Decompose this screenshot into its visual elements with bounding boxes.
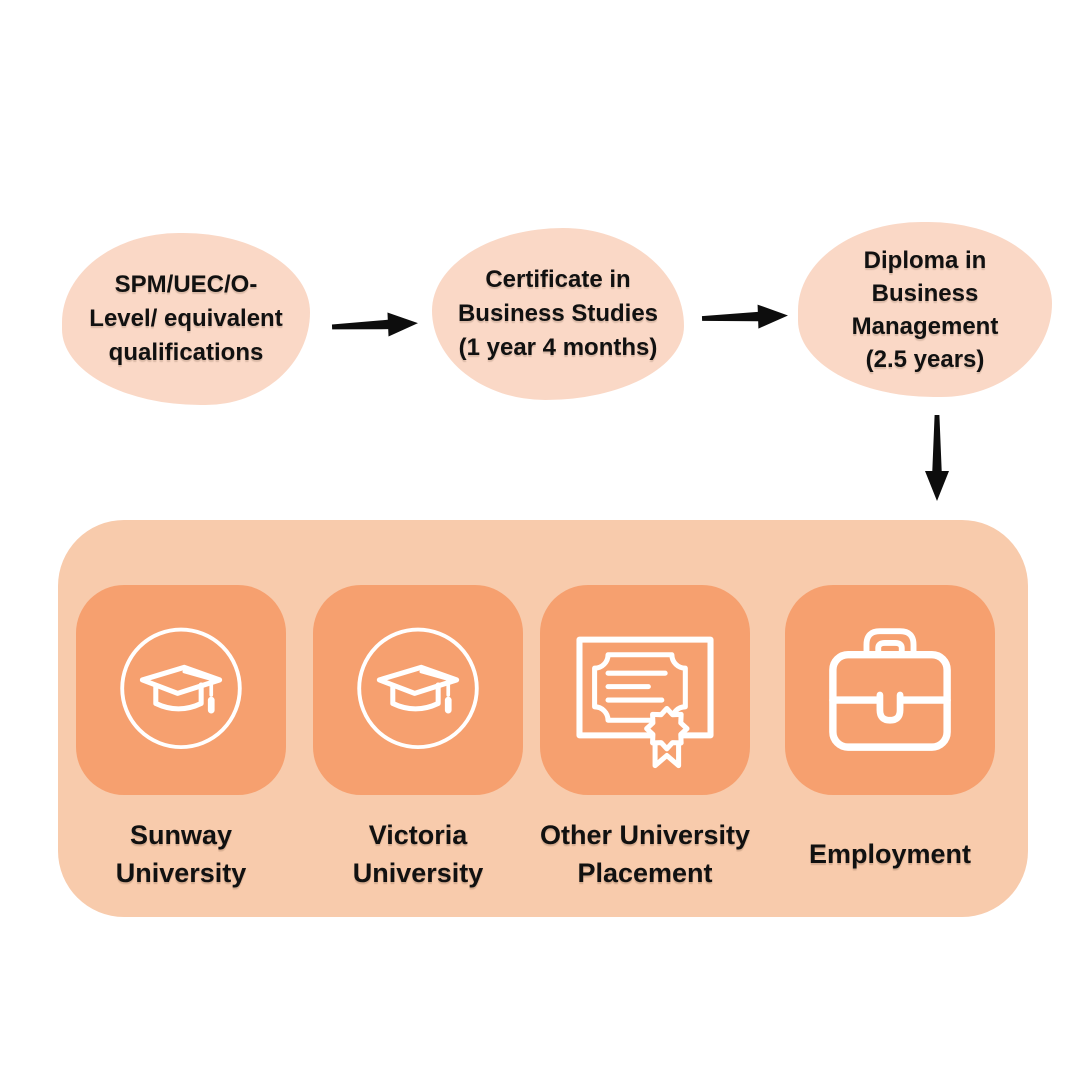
outcome-label-line: University <box>115 858 247 888</box>
outcome-label-line: Employment <box>808 839 972 869</box>
outcome-tile-victoria-university: Victoria University <box>313 520 523 917</box>
outcome-label-line: University <box>352 858 484 888</box>
outcomes-panel: Sunway University Victoria University <box>58 520 1028 917</box>
outcome-tile-square <box>76 585 286 795</box>
flow-step-line: Certificate in <box>485 266 631 293</box>
outcome-label: Other University Placement <box>505 812 785 896</box>
outcome-tile-square <box>313 585 523 795</box>
flow-step-line: Level/ equivalent <box>89 305 283 332</box>
flow-step-line: Business Studies <box>457 300 659 327</box>
outcome-label: Victoria University <box>278 812 558 896</box>
outcome-label: Sunway University <box>41 812 321 896</box>
flow-step-certificate: Certificate in Business Studies (1 year … <box>432 228 684 400</box>
outcome-label: Employment <box>750 812 1030 896</box>
outcome-tile-square <box>540 585 750 795</box>
outcome-tile-sunway-university: Sunway University <box>76 520 286 917</box>
outcome-tile-employment: Employment <box>785 520 995 917</box>
outcome-label-line: Victoria <box>368 820 468 850</box>
flow-step-line: (2.5 years) <box>865 345 985 373</box>
flow-step-qualifications: SPM/UEC/O- Level/ equivalent qualificati… <box>62 233 310 405</box>
outcome-tile-other-university-placement: Other University Placement <box>540 520 750 917</box>
briefcase-icon <box>829 628 951 751</box>
flow-step-line: Business <box>871 279 979 307</box>
arrow-down-icon <box>919 413 955 505</box>
arrow-right-icon <box>699 298 792 335</box>
outcome-label-line: Other University <box>539 820 751 850</box>
flow-step-line: Diploma in <box>863 246 987 274</box>
certificate-icon <box>576 636 714 769</box>
arrow-right-icon <box>329 306 422 344</box>
outcome-label-line: Placement <box>577 858 713 888</box>
flow-step-diploma: Diploma in Business Management (2.5 year… <box>798 222 1052 397</box>
flow-step-line: (1 year 4 months) <box>458 334 658 361</box>
flow-step-line: qualifications <box>108 339 264 366</box>
flow-step-line: Management <box>851 312 999 340</box>
outcome-label-line: Sunway <box>129 820 233 850</box>
graduation-cap-icon <box>120 627 242 750</box>
graduation-cap-icon <box>357 627 479 750</box>
outcome-tile-square <box>785 585 995 795</box>
flow-step-line: SPM/UEC/O- <box>114 271 258 298</box>
